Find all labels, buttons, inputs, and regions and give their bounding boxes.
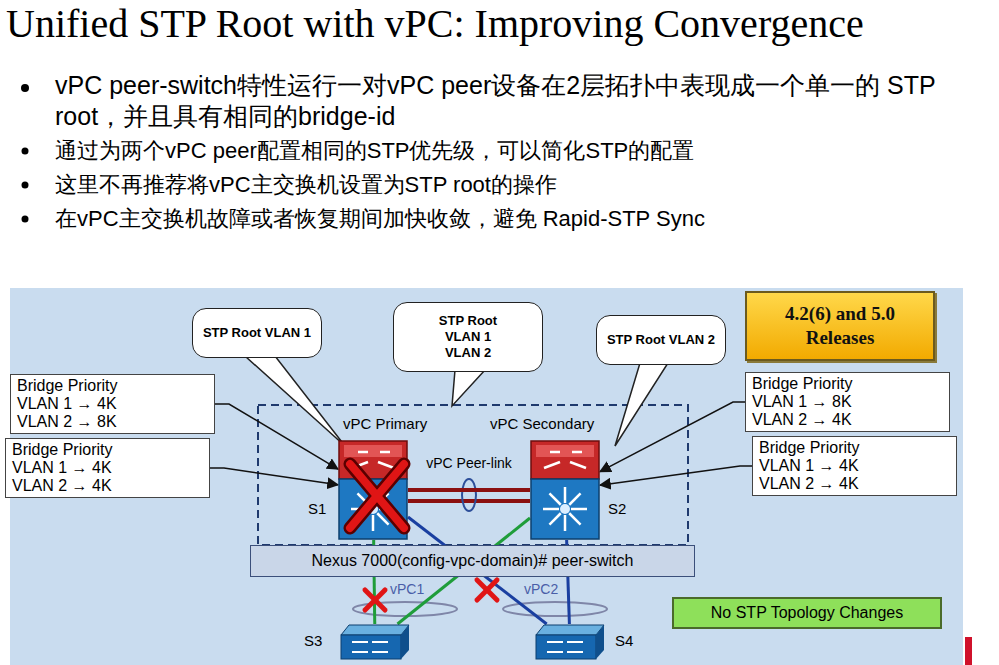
priority-text: Bridge Priority (12, 441, 203, 459)
switch-label: vPC Primary (343, 415, 427, 433)
slide-accent-bar (965, 637, 972, 665)
port-channel-label: vPC1 (388, 581, 426, 597)
callout-tail (245, 356, 345, 446)
port-channel-ellipse (462, 479, 476, 511)
access-switch: S4 (535, 624, 605, 660)
priority-text: VLAN 2 → 8K (17, 413, 208, 431)
bullet-text: 在vPC主交换机故障或者恢复期间加快收敛，避免 Rapid-STP Sync (55, 204, 980, 233)
link-label: vPC Peer-link (426, 455, 512, 471)
bullet-dot (22, 182, 29, 189)
leader-arrow (210, 468, 338, 485)
access-switch: S3 (340, 624, 410, 660)
switch-label: vPC Secondary (490, 415, 594, 433)
core-switch: vPC SecondaryS2 (530, 440, 600, 540)
link-line (408, 488, 530, 492)
port-channel-ellipse (353, 602, 457, 616)
callout-tail (615, 363, 668, 446)
box-text: STP Root VLAN 2 (607, 332, 715, 348)
port-channel-label: vPC2 (522, 581, 560, 597)
callout-bubble: STP Root VLAN 1 (192, 308, 322, 358)
callout-bubble: STP Root VLAN 1 VLAN 2 (393, 302, 543, 372)
status-box: No STP Topology Changes (672, 597, 942, 629)
callout-tail (452, 370, 485, 406)
priority-box: Bridge PriorityVLAN 1 → 4KVLAN 2 → 4K (752, 436, 957, 496)
leader-arrow (600, 402, 745, 472)
failure-x (365, 590, 385, 610)
priority-text: VLAN 2 → 4K (752, 411, 943, 429)
bullet-dot (22, 148, 29, 155)
failure-x (477, 580, 497, 600)
box-text: Nexus 7000(config-vpc-domain)# peer-swit… (312, 552, 634, 570)
core-switch-icon (338, 440, 408, 540)
bullet-dot (21, 84, 29, 92)
priority-text: VLAN 1 → 4K (17, 395, 208, 413)
slide-title: Unified STP Root with vPC: Improving Con… (6, 0, 864, 47)
switch-label: S2 (608, 500, 626, 518)
box-text: 4.2(6) and 5.0 Releases (757, 302, 923, 350)
priority-box: Bridge PriorityVLAN 1 → 4KVLAN 2 → 8K (10, 374, 215, 434)
priority-text: Bridge Priority (752, 375, 943, 393)
access-switch-icon (535, 624, 605, 660)
priority-text: VLAN 1 → 4K (759, 457, 950, 475)
access-switch-icon (340, 624, 410, 660)
priority-text: Bridge Priority (17, 377, 208, 395)
callout-bubble: STP Root VLAN 2 (596, 315, 726, 365)
priority-text: Bridge Priority (759, 439, 950, 457)
switch-label: S4 (615, 632, 633, 650)
priority-box: Bridge PriorityVLAN 1 → 8KVLAN 2 → 4K (745, 372, 950, 432)
bullet-text: vPC peer-switch特性运行一对vPC peer设备在2层拓扑中表现成… (55, 70, 980, 132)
bullet-text: 这里不再推荐将vPC主交换机设置为STP root的操作 (55, 170, 980, 199)
leader-arrow (600, 466, 752, 485)
priority-box: Bridge PriorityVLAN 1 → 4KVLAN 2 → 4K (5, 438, 210, 498)
switch-label: S1 (308, 500, 326, 518)
core-switch-icon (530, 440, 600, 540)
failure-x (350, 464, 404, 528)
bullet-text: 通过为两个vPC peer配置相同的STP优先级，可以简化STP的配置 (55, 136, 980, 165)
switch-label: S3 (304, 632, 322, 650)
priority-text: VLAN 2 → 4K (759, 475, 950, 493)
command-band: Nexus 7000(config-vpc-domain)# peer-swit… (250, 545, 695, 577)
core-switch: vPC PrimaryS1 (338, 440, 408, 540)
box-text: STP Root VLAN 1 VLAN 2 (427, 313, 509, 361)
release-badge: 4.2(6) and 5.0 Releases (745, 291, 935, 361)
peer-link-second-wire (408, 499, 530, 503)
priority-text: VLAN 2 → 4K (12, 477, 203, 495)
priority-text: VLAN 1 → 4K (12, 459, 203, 477)
box-text: No STP Topology Changes (711, 604, 903, 622)
bullet-dot (22, 216, 29, 223)
priority-text: VLAN 1 → 8K (752, 393, 943, 411)
leader-arrow (215, 404, 338, 469)
box-text: STP Root VLAN 1 (203, 325, 311, 341)
